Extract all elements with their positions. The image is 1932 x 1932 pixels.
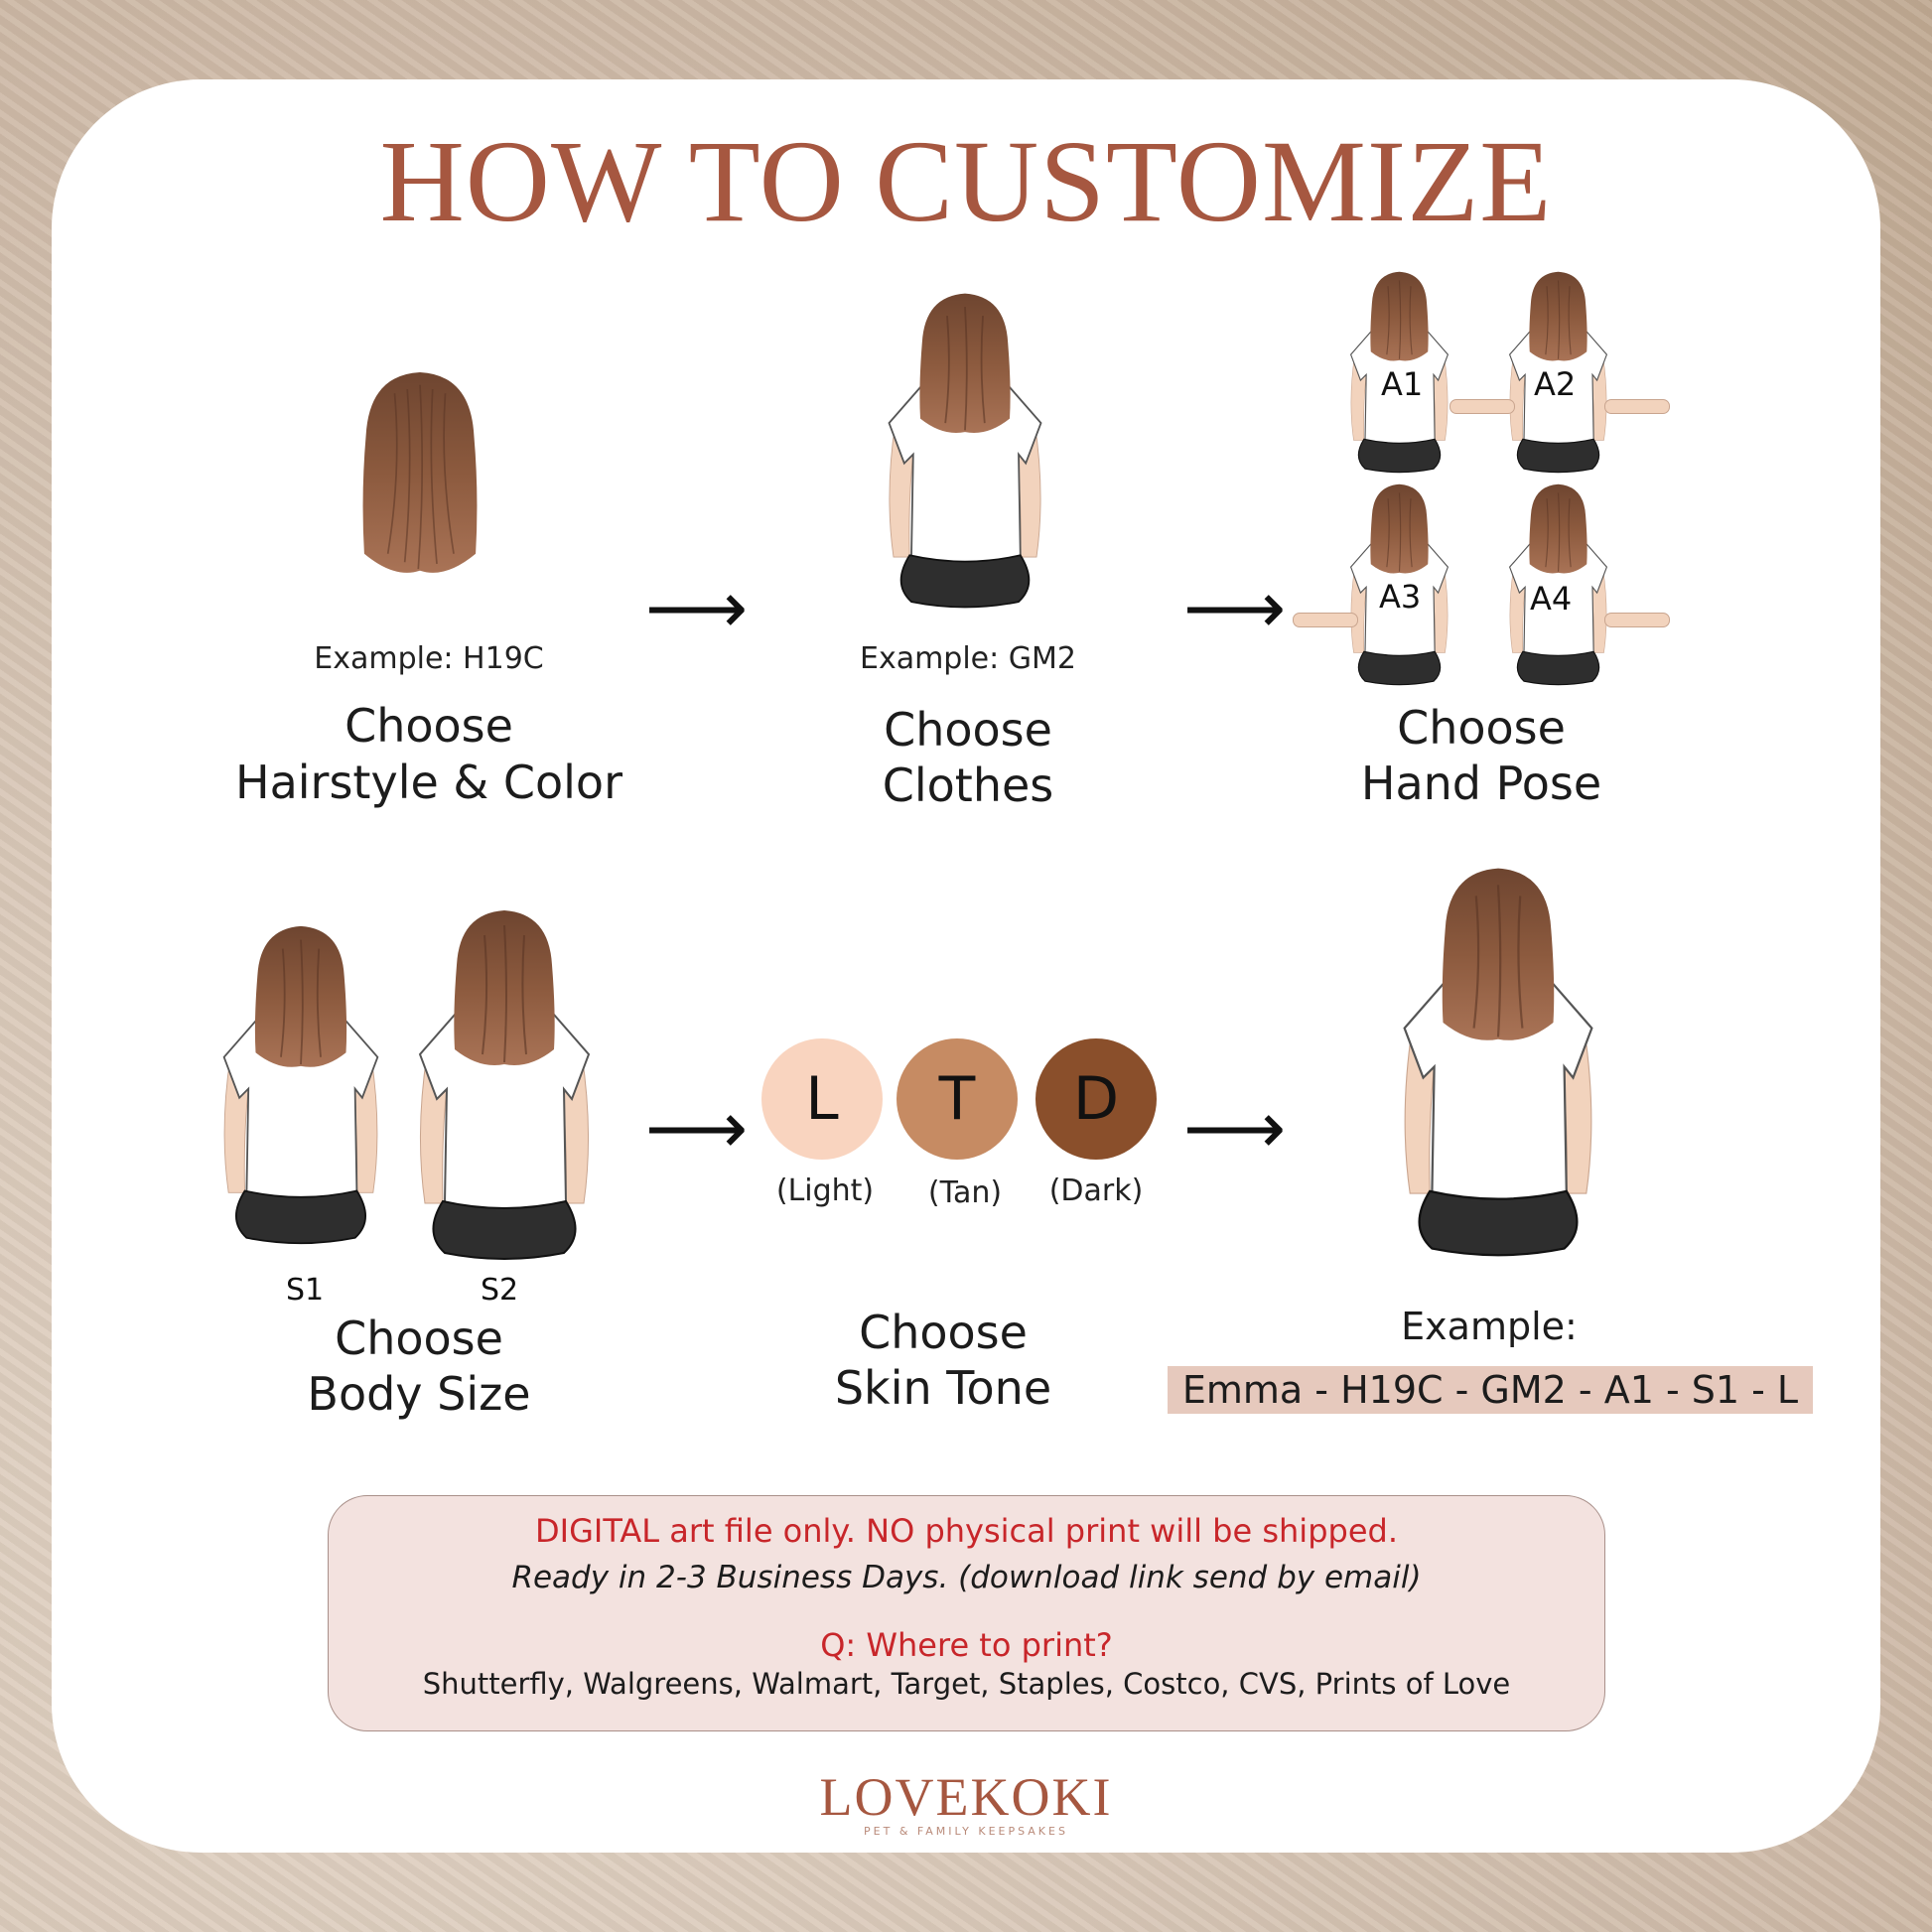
clothes-example: Example: GM2 bbox=[859, 641, 1076, 676]
skin-tone-dark-caption: (Dark) bbox=[1048, 1173, 1144, 1208]
page-title: HOW TO CUSTOMIZE bbox=[379, 116, 1553, 246]
hairstyle-illustration bbox=[361, 371, 479, 574]
skin-tone-tan-caption: (Tan) bbox=[927, 1175, 1003, 1210]
pose-a4-arm bbox=[1604, 613, 1670, 627]
pose-a2-arm bbox=[1449, 399, 1515, 414]
notice-box: DIGITAL art file only. NO physical print… bbox=[328, 1495, 1605, 1731]
skin-tone-dark-swatch: D bbox=[1035, 1038, 1157, 1160]
pose-label-a4: A4 bbox=[1530, 580, 1573, 618]
hairstyle-example: Example: H19C bbox=[314, 641, 544, 676]
body-size-heading-line2: Body Size bbox=[307, 1367, 531, 1421]
pose-label-a2: A2 bbox=[1534, 365, 1577, 403]
arrow-icon: ⟶ bbox=[1183, 1086, 1287, 1170]
pose-a2-arm bbox=[1604, 399, 1670, 414]
pose-label-a3: A3 bbox=[1379, 578, 1422, 616]
size-label-s1: S1 bbox=[286, 1273, 325, 1308]
hand-pose-heading-line2: Hand Pose bbox=[1360, 757, 1602, 810]
body-size-s2-figure bbox=[419, 909, 590, 1260]
hand-pose-heading-line1: Choose bbox=[1397, 701, 1566, 755]
result-example-code: Emma - H19C - GM2 - A1 - S1 - L bbox=[1168, 1366, 1813, 1414]
body-size-heading-line1: Choose bbox=[335, 1311, 503, 1365]
brand-logo: LOVEKOKI bbox=[819, 1767, 1113, 1827]
skin-tone-light-swatch: L bbox=[761, 1038, 883, 1160]
arrow-icon: ⟶ bbox=[645, 1086, 749, 1170]
digital-notice: DIGITAL art file only. NO physical print… bbox=[535, 1512, 1398, 1550]
skin-tone-heading-line1: Choose bbox=[859, 1306, 1028, 1359]
skin-tone-tan-swatch: T bbox=[897, 1038, 1018, 1160]
pose-a3-arm bbox=[1293, 613, 1358, 627]
clothes-illustration bbox=[888, 292, 1042, 609]
pose-label-a1: A1 bbox=[1381, 365, 1424, 403]
arrow-icon: ⟶ bbox=[1183, 566, 1287, 649]
result-example-label: Example: bbox=[1401, 1305, 1578, 1348]
clothes-heading-line1: Choose bbox=[884, 703, 1052, 757]
arrow-icon: ⟶ bbox=[645, 566, 749, 649]
ready-notice: Ready in 2-3 Business Days. (download li… bbox=[511, 1560, 1422, 1595]
printer-list: Shutterfly, Walgreens, Walmart, Target, … bbox=[422, 1667, 1511, 1701]
result-figure bbox=[1403, 867, 1593, 1257]
brand-tagline: PET & FAMILY KEEPSAKES bbox=[864, 1825, 1068, 1838]
size-label-s2: S2 bbox=[481, 1273, 519, 1308]
body-size-s1-figure bbox=[222, 924, 379, 1245]
hairstyle-heading-line2: Hairstyle & Color bbox=[235, 756, 622, 809]
print-question: Q: Where to print? bbox=[820, 1626, 1113, 1664]
clothes-heading-line2: Clothes bbox=[882, 759, 1054, 812]
hairstyle-heading-line1: Choose bbox=[345, 699, 513, 753]
skin-tone-heading-line2: Skin Tone bbox=[834, 1361, 1052, 1415]
skin-tone-light-caption: (Light) bbox=[775, 1173, 875, 1208]
